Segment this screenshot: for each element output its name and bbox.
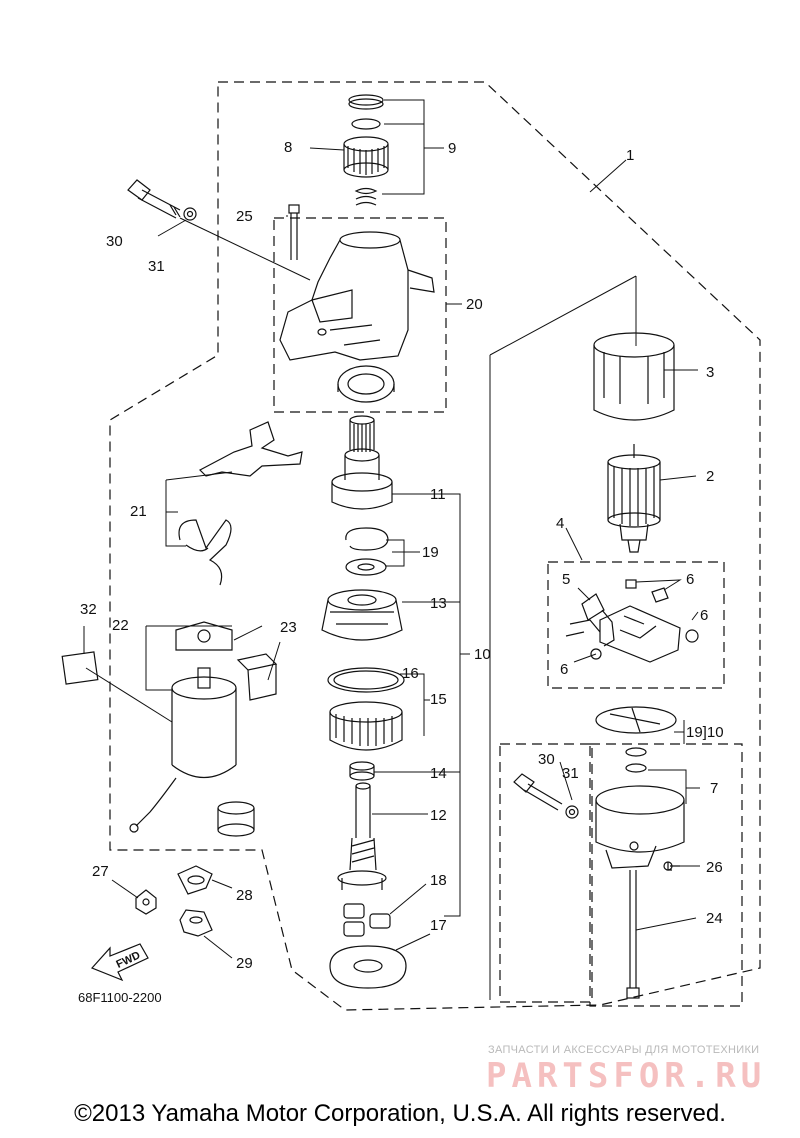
watermark-logo: PARTSFOR.RU (486, 1056, 767, 1096)
pinion-set (343, 94, 389, 206)
callout-29: 29 (236, 955, 253, 972)
callout-27: 27 (92, 863, 109, 880)
callout-30: 30 (538, 751, 555, 768)
through-bolt-24 (626, 870, 640, 999)
callout-21: 21 (130, 503, 147, 520)
planet-gears (343, 903, 391, 937)
callout-11: 11 (430, 486, 446, 503)
washer-19 (345, 527, 389, 576)
label-32 (61, 651, 99, 685)
callout-6: 6 (686, 571, 694, 588)
callout-5: 5 (562, 571, 570, 588)
callout-8: 8 (284, 139, 292, 156)
brushes-23 (236, 653, 278, 701)
callout-32: 32 (80, 601, 97, 618)
shift-lever (178, 421, 303, 586)
copyright-notice: ©2013 Yamaha Motor Corporation, U.S.A. A… (74, 1100, 726, 1127)
planet-shaft (337, 782, 387, 890)
callout-14: 14 (430, 765, 447, 782)
leader-lines (83, 99, 700, 1000)
armature (607, 444, 661, 553)
callout-15: 15 (430, 691, 447, 708)
callout-9: 9 (448, 140, 456, 157)
callout-13: 13 (430, 595, 447, 612)
callout-7: 7 (710, 780, 718, 797)
gear-cover-13 (321, 589, 403, 641)
starter-motor (129, 621, 237, 833)
nut-27 (135, 889, 157, 915)
callout-2: 2 (706, 468, 714, 485)
bushing-14 (349, 761, 375, 781)
bolt-25 (288, 204, 300, 260)
rear-cover (595, 763, 685, 869)
outer-boundary (109, 81, 761, 1011)
fwd-arrow (90, 943, 149, 982)
screw-26 (663, 861, 680, 871)
brush-holder-boundary (547, 561, 725, 689)
callout-1: 1 (626, 147, 634, 164)
callout-31: 31 (562, 765, 579, 782)
callout-19-10: 19]10 (686, 724, 724, 741)
callout-20: 20 (466, 296, 483, 313)
rear-cover-boundary (499, 743, 593, 1003)
callout-16: 16 (402, 665, 419, 682)
callout-30: 30 (106, 233, 123, 250)
brush-holder (565, 579, 699, 663)
rear-cover-boundary-2 (589, 743, 743, 1007)
callout-23: 23 (280, 619, 297, 636)
callout-17: 17 (430, 917, 447, 934)
drawing-code: 68F1100-2200 (78, 990, 162, 1005)
plate-17 (329, 945, 407, 989)
terminal-28 (177, 865, 213, 895)
callout-6: 6 (700, 607, 708, 624)
callout-4: 4 (556, 515, 564, 532)
callout-18: 18 (430, 872, 447, 889)
pinion-shaft (331, 415, 393, 510)
pinion-gear (343, 136, 389, 178)
rear-plate (595, 706, 677, 757)
watermark-subtitle: ЗАПЧАСТИ И АКСЕССУАРЫ ДЛЯ МОТОТЕХНИКИ (488, 1044, 760, 1056)
callout-31: 31 (148, 258, 165, 275)
bolt-30-left (127, 179, 197, 221)
callout-labels: 1 2 3 4 5 6 6 6 7 8 9 10 19]10 11 12 13 … (80, 139, 724, 972)
front-cover-boundary (273, 217, 447, 413)
internal-gear (327, 667, 405, 751)
callout-10: 10 (474, 646, 491, 663)
callout-22: 22 (112, 617, 129, 634)
callout-25: 25 (236, 208, 253, 225)
assembly-boundary (109, 81, 761, 1011)
callout-26: 26 (706, 859, 723, 876)
callout-19: 19 (422, 544, 439, 561)
callout-6: 6 (560, 661, 568, 678)
callout-3: 3 (706, 364, 714, 381)
bolt-30-right (513, 773, 579, 819)
callout-12: 12 (430, 807, 447, 824)
yoke (593, 332, 675, 421)
motor-bushing (217, 801, 255, 837)
callout-24: 24 (706, 910, 723, 927)
callout-28: 28 (236, 887, 253, 904)
front-cover (279, 231, 435, 403)
clip-29 (179, 909, 213, 937)
